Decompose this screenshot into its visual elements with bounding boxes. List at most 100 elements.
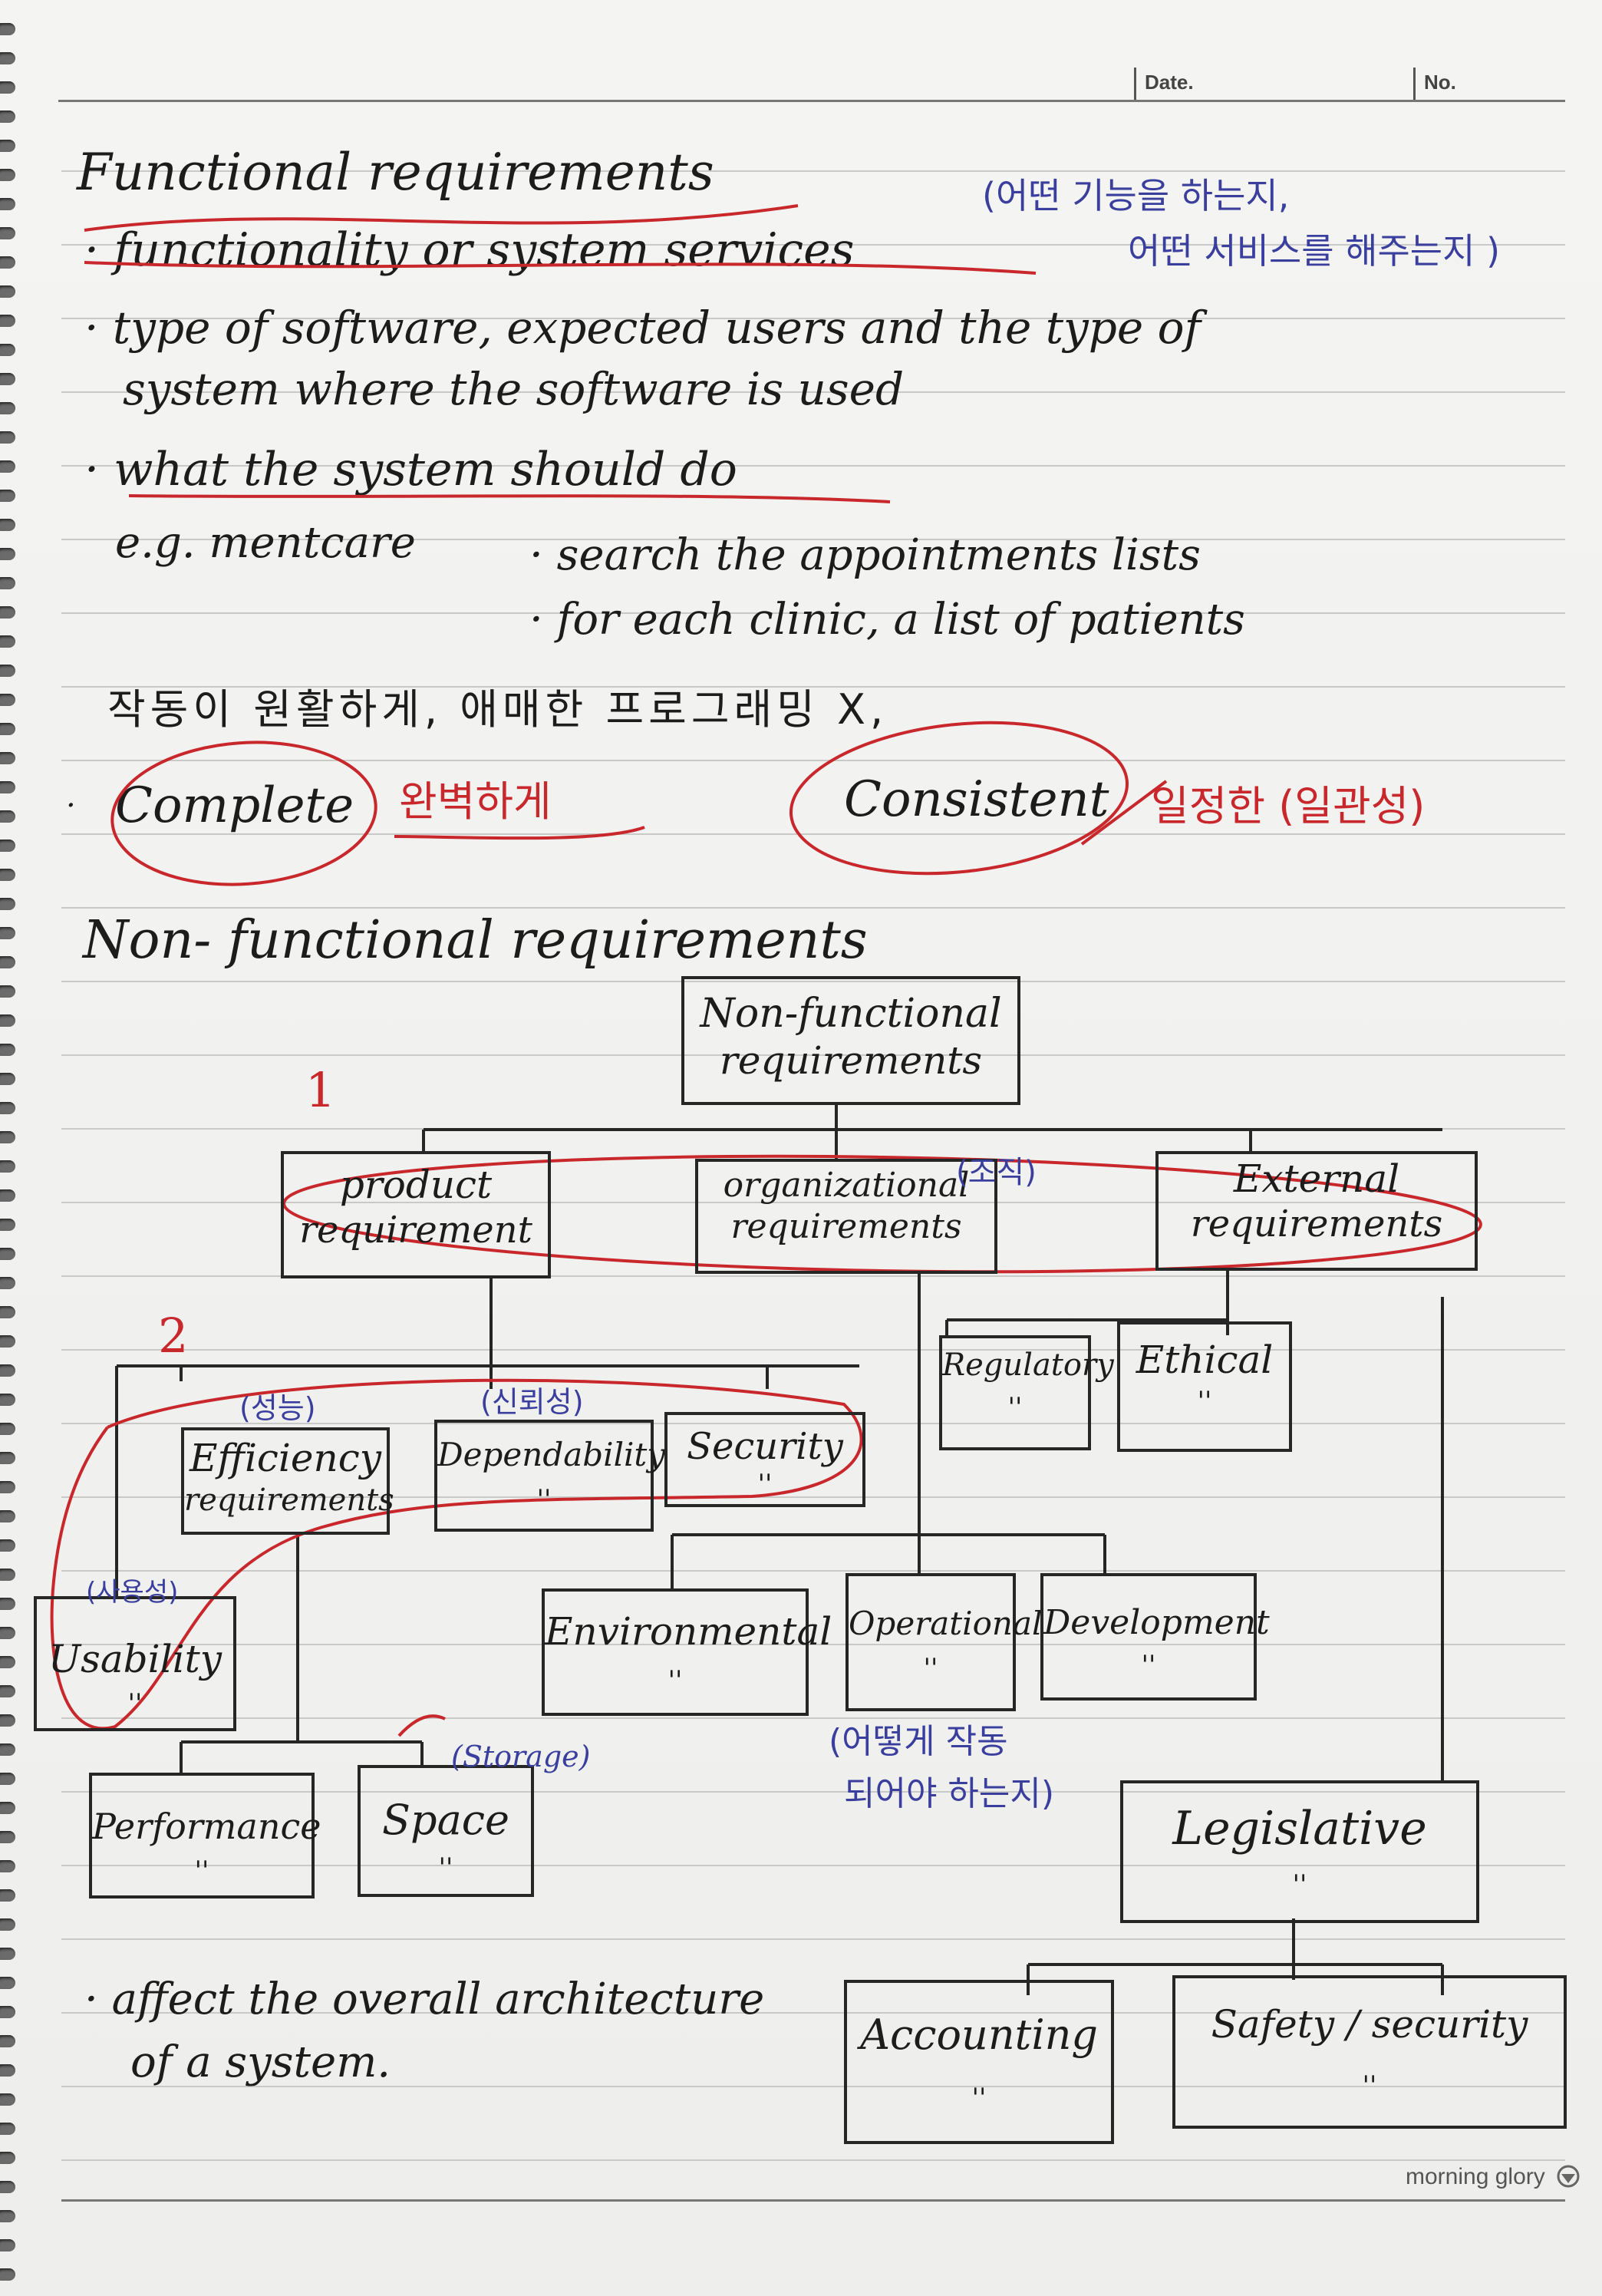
spiral-ring: [0, 402, 15, 414]
no-label: No.: [1424, 71, 1456, 94]
consistent-label: Consistent: [844, 771, 1109, 828]
node-label: Security: [687, 1425, 843, 1468]
spiral-ring: [0, 1364, 15, 1377]
ruled-line: [61, 1496, 1565, 1498]
node-operational: Operational '': [846, 1573, 1043, 1711]
node-label: External: [1233, 1156, 1400, 1201]
spiral-ring: [0, 2152, 15, 2164]
spiral-ring: [0, 1131, 15, 1143]
spiral-ring: [0, 285, 15, 298]
operational-note-2: 되어야 하는지): [844, 1774, 1055, 1813]
ruled-line: [61, 391, 1565, 393]
ditto-mark: '': [1007, 1392, 1023, 1423]
spiral-ring: [0, 1014, 15, 1027]
ruled-line: [61, 612, 1565, 614]
spiral-ring: [0, 869, 15, 881]
spiral-ring: [0, 431, 15, 444]
node-usability: Usability '': [34, 1596, 236, 1731]
spiral-ring: [0, 1510, 15, 1522]
spiral-ring: [0, 1831, 15, 1843]
spiral-ring: [0, 2035, 15, 2047]
spiral-ring: [0, 1860, 15, 1872]
spiral-ring: [0, 898, 15, 910]
example-item-2: · for each clinic, a list of patients: [529, 595, 1245, 645]
node-label: Environmental: [545, 1609, 832, 1654]
spiral-ring: [0, 140, 15, 152]
organizational-note: (조직): [956, 1155, 1037, 1190]
node-development: Development '': [1040, 1573, 1270, 1701]
ruled-line: [61, 2159, 1565, 2161]
node-label: Development: [1043, 1603, 1270, 1642]
spiral-ring: [0, 2123, 15, 2135]
date-label: Date.: [1145, 71, 1194, 94]
ruled-line: [61, 1202, 1565, 1203]
spiral-ring: [0, 169, 15, 181]
spiral-ring: [0, 2210, 15, 2222]
marker-2: 2: [158, 1308, 189, 1364]
spiral-ring: [0, 23, 15, 35]
ruled-line: [61, 1717, 1565, 1719]
ruled-line: [61, 686, 1565, 688]
spiral-ring: [0, 2239, 15, 2251]
node-label: product: [339, 1163, 493, 1207]
spiral-ring: [0, 52, 15, 64]
node-label: requirement: [299, 1209, 532, 1252]
spiral-ring: [0, 2093, 15, 2106]
node-organizational-requirements: organizational requirements: [695, 1159, 997, 1274]
node-label: Operational: [849, 1605, 1043, 1642]
functional-title: Functional requirements: [77, 143, 714, 202]
spiral-ring: [0, 227, 15, 239]
spiral-ring: [0, 1627, 15, 1639]
spiral-ring: [0, 1918, 15, 1931]
ruled-line: [61, 1349, 1565, 1351]
spiral-ring: [0, 81, 15, 94]
node-space: Space '': [358, 1765, 534, 1897]
ditto-mark: '': [1141, 1650, 1156, 1681]
spiral-ring: [0, 985, 15, 998]
spiral-ring: [0, 606, 15, 619]
spiral-ring: [0, 694, 15, 706]
affect-line-2: of a system.: [130, 2037, 391, 2087]
ditto-mark: '': [194, 1856, 209, 1886]
ditto-mark: '': [1197, 1386, 1212, 1417]
complete-label: Complete: [115, 777, 354, 834]
spiral-ring: [0, 752, 15, 764]
spiral-ring: [0, 111, 15, 123]
dependability-note: (신뢰성): [480, 1385, 584, 1419]
spiral-ring: [0, 1743, 15, 1756]
ditto-mark: '': [668, 1665, 683, 1696]
ruled-line: [61, 1644, 1565, 1645]
spiral-ring: [0, 1306, 15, 1318]
spiral-ring: [0, 548, 15, 560]
spiral-ring: [0, 1160, 15, 1173]
spiral-ring: [0, 344, 15, 356]
node-efficiency-requirements: Efficiency requirements: [181, 1427, 394, 1535]
spiral-ring: [0, 723, 15, 735]
node-legislative: Legislative '': [1120, 1780, 1479, 1923]
node-label: Efficiency: [190, 1436, 381, 1480]
spiral-ring: [0, 927, 15, 939]
node-label: Performance: [92, 1806, 321, 1847]
ruled-line: [61, 981, 1565, 982]
node-regulatory: Regulatory '': [939, 1335, 1114, 1450]
spiral-ring: [0, 2181, 15, 2193]
spiral-ring: [0, 1539, 15, 1552]
spiral-ring: [0, 460, 15, 473]
example-item-1: · search the appointments lists: [529, 530, 1201, 580]
spiral-ring: [0, 1335, 15, 1348]
ruled-line: [61, 1423, 1565, 1424]
spiral-ring: [0, 665, 15, 677]
node-label: Regulatory: [942, 1348, 1114, 1383]
node-label: Space: [382, 1796, 509, 1844]
korean-line: 작동이 원활하게, 애매한 프로그래밍 X,: [107, 685, 888, 734]
spiral-ring: [0, 2064, 15, 2077]
node-accounting: Accounting '': [844, 1980, 1114, 2144]
node-security: Security '': [664, 1412, 865, 1507]
nonfunctional-title: Non- functional requirements: [83, 910, 868, 971]
operational-note-1: (어떻게 작동: [829, 1722, 1008, 1761]
ruled-line: [61, 760, 1565, 761]
ruled-line: [61, 1865, 1565, 1866]
spiral-ring: [0, 256, 15, 269]
korean-note-2: 어떤 서비스를 해주는지 ): [1128, 230, 1501, 272]
consistent-korean: 일정한 (일관성): [1151, 782, 1426, 830]
